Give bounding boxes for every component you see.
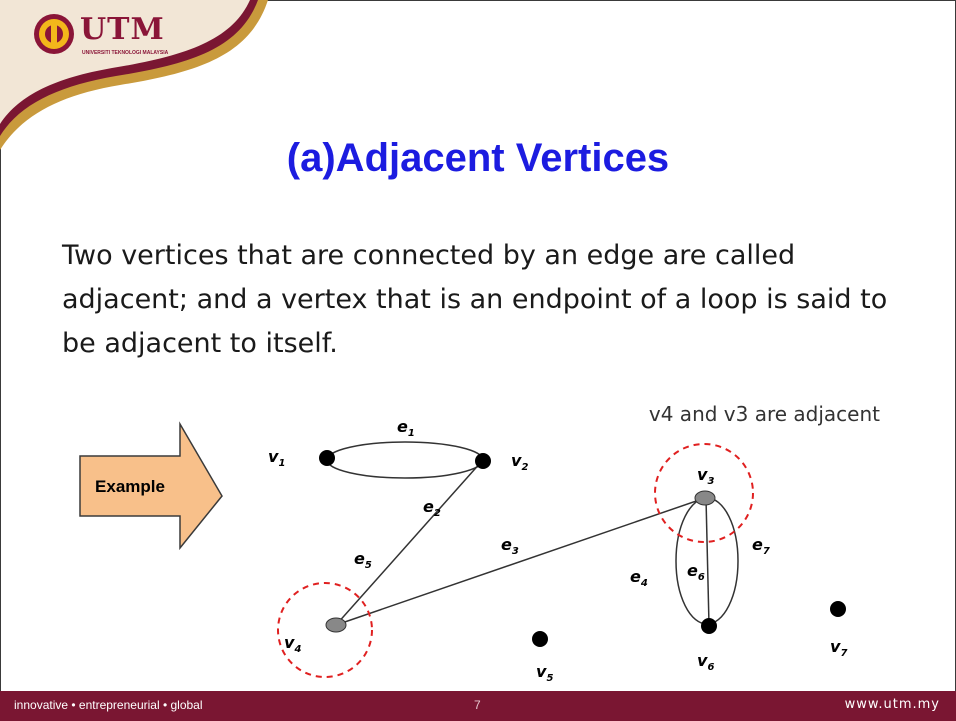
vertex-v4	[325, 617, 347, 633]
vertex-v3	[694, 490, 716, 506]
edge-e3	[335, 497, 706, 626]
vertex-v1	[319, 450, 335, 466]
label-v4: v4	[284, 633, 301, 655]
label-v6: v6	[697, 651, 714, 673]
example-arrow	[79, 421, 223, 551]
example-label: Example	[95, 477, 165, 496]
label-e2: e2	[423, 497, 441, 519]
highlight-v3	[654, 443, 754, 543]
highlight-v4	[277, 582, 373, 678]
label-v5: v5	[536, 662, 553, 684]
slide-body-text: Two vertices that are connected by an ed…	[62, 240, 888, 359]
vertex-v2	[475, 453, 491, 469]
label-e5: e5	[354, 549, 372, 571]
vertex-v7	[830, 601, 846, 617]
label-e6: e6	[687, 561, 705, 583]
label-v2: v2	[511, 451, 528, 473]
vertex-v6	[701, 618, 717, 634]
utm-logo: UTM UNIVERSITI TEKNOLOGI MALAYSIA	[32, 10, 182, 62]
page-number: 7	[474, 698, 481, 712]
graph-diagram: Example v4 and v3 are adjacent v1 v2 v3 …	[79, 402, 880, 684]
label-e3: e3	[501, 535, 519, 557]
label-e7: e7	[752, 535, 770, 557]
logo-subtitle: UNIVERSITI TEKNOLOGI MALAYSIA	[82, 50, 169, 56]
slide-title: (a)Adjacent Vertices	[286, 136, 670, 180]
logo-text: UTM	[80, 12, 165, 47]
label-e1: e1	[397, 417, 415, 439]
crest-icon	[34, 14, 74, 54]
label-v1: v1	[268, 447, 285, 469]
edge-e6	[705, 497, 710, 626]
label-v3: v3	[697, 465, 714, 487]
graph-caption: v4 and v3 are adjacent	[649, 402, 880, 426]
vertex-v5	[532, 631, 548, 647]
footer-url: www.utm.my	[844, 697, 940, 712]
edge-e5	[335, 460, 483, 626]
footer-bar: innovative • entrepreneurial • global 7 …	[0, 691, 956, 721]
edge-e1	[326, 441, 484, 479]
label-v7: v7	[830, 637, 847, 659]
footer-tagline: innovative • entrepreneurial • global	[14, 698, 203, 712]
label-e4: e4	[630, 567, 648, 589]
